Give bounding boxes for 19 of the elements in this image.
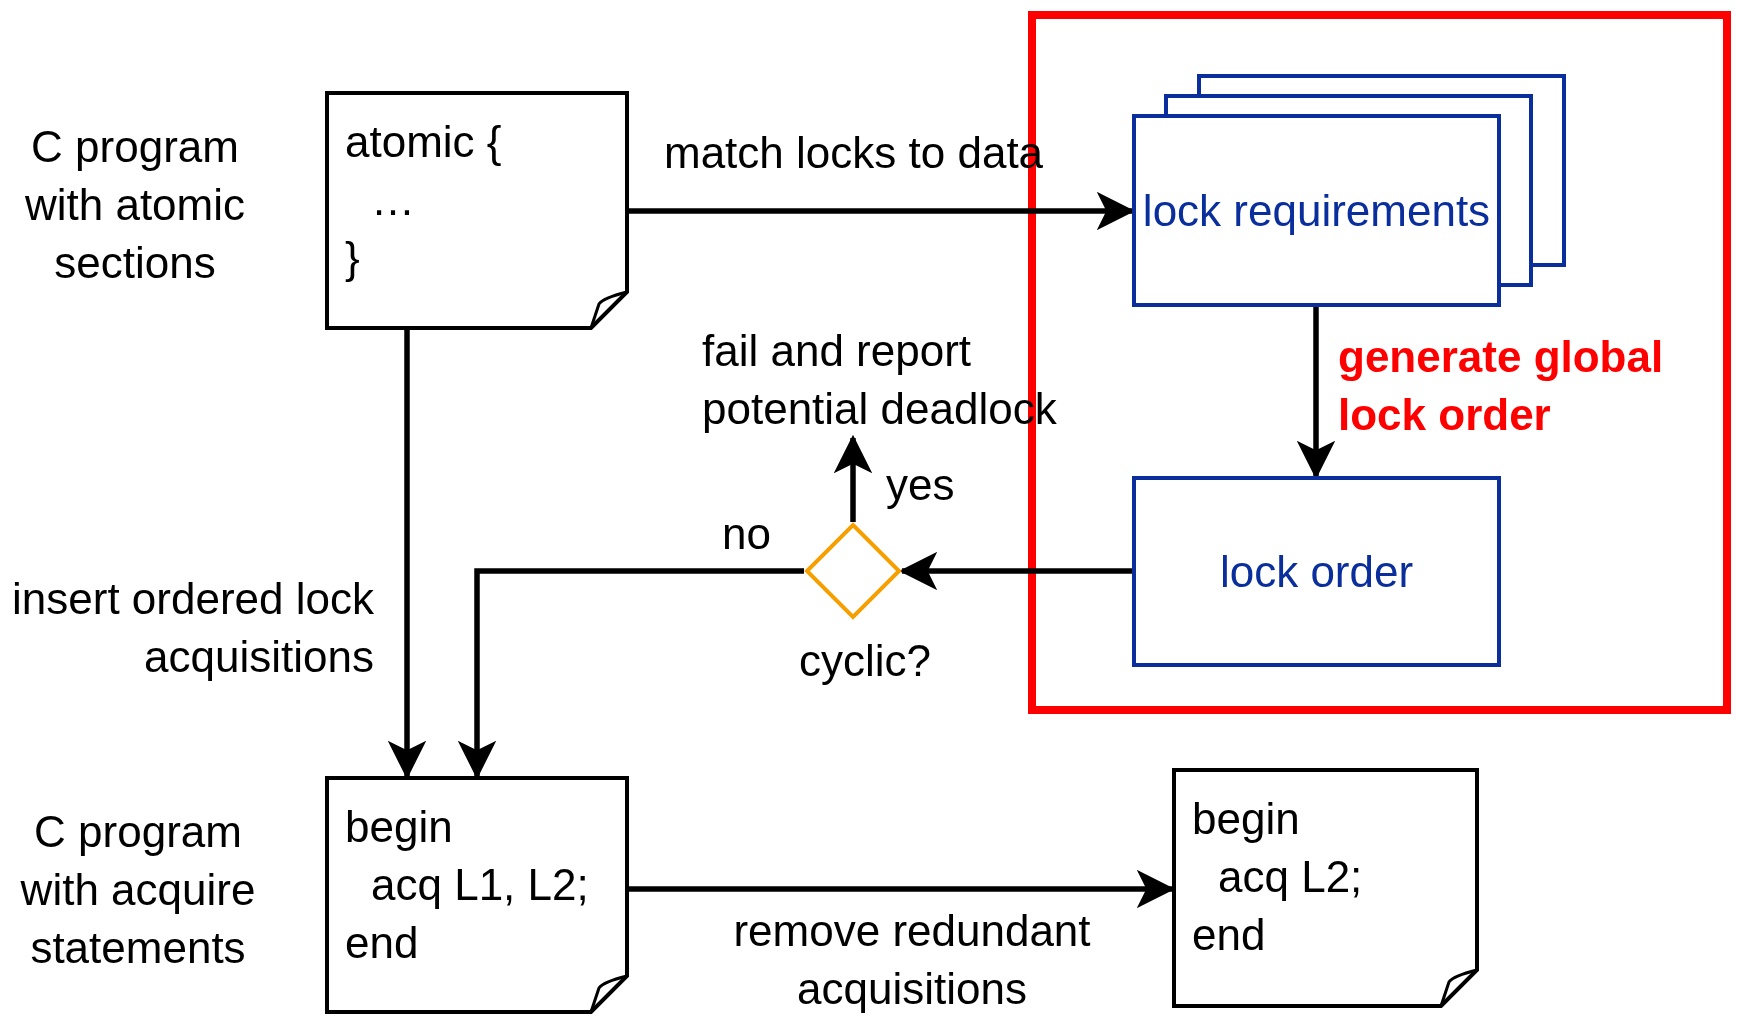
- code-line: }: [345, 232, 360, 284]
- box-label: lock requirements: [1142, 184, 1491, 237]
- edge-label: yes: [886, 459, 956, 511]
- code-line: end: [1192, 909, 1266, 961]
- code-line: …: [371, 174, 415, 226]
- code-line: acq L2;: [1218, 851, 1363, 903]
- code-line: acq L1, L2;: [371, 859, 589, 911]
- code-line: end: [345, 917, 419, 969]
- edge-label: remove redundant acquisitions: [732, 905, 1092, 1015]
- box-label: lock order: [1219, 545, 1414, 598]
- code-line: atomic {: [345, 116, 502, 168]
- code-line: begin: [1192, 793, 1300, 845]
- caption-text: C program with atomic sections: [23, 121, 247, 289]
- caption-text: C program with acquire statements: [19, 806, 257, 974]
- edge-label: generate global lock order: [1338, 331, 1665, 441]
- edge-label: no: [722, 508, 772, 560]
- code-line: begin: [345, 801, 453, 853]
- edge-label: insert ordered lock acquisitions: [11, 573, 374, 683]
- caption-text: cyclic?: [798, 635, 932, 687]
